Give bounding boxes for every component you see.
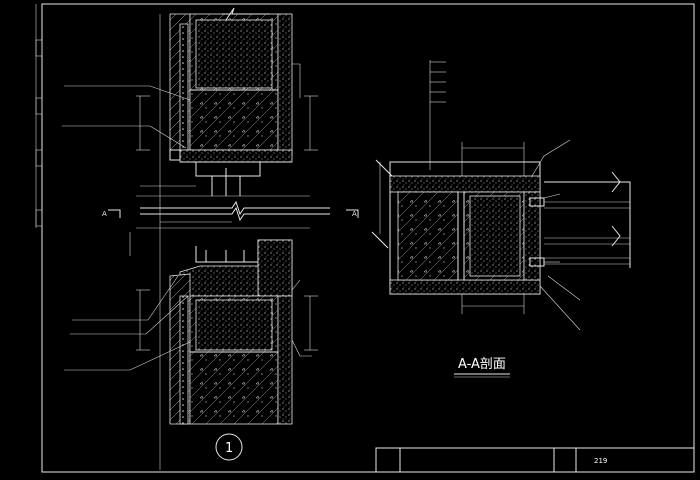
binding-strip	[35, 4, 43, 228]
left-section-drawing	[62, 7, 359, 470]
right-section-drawing	[371, 60, 631, 331]
section-marker-left: A	[102, 210, 107, 218]
title-block	[375, 447, 695, 473]
detail-number: 1	[225, 441, 233, 456]
section-title: A-A剖面	[458, 357, 506, 372]
section-marker-right: A	[352, 210, 357, 218]
detail-circle	[215, 433, 243, 461]
title-block-page-number: 219	[594, 457, 607, 465]
drawing-border	[41, 3, 695, 473]
